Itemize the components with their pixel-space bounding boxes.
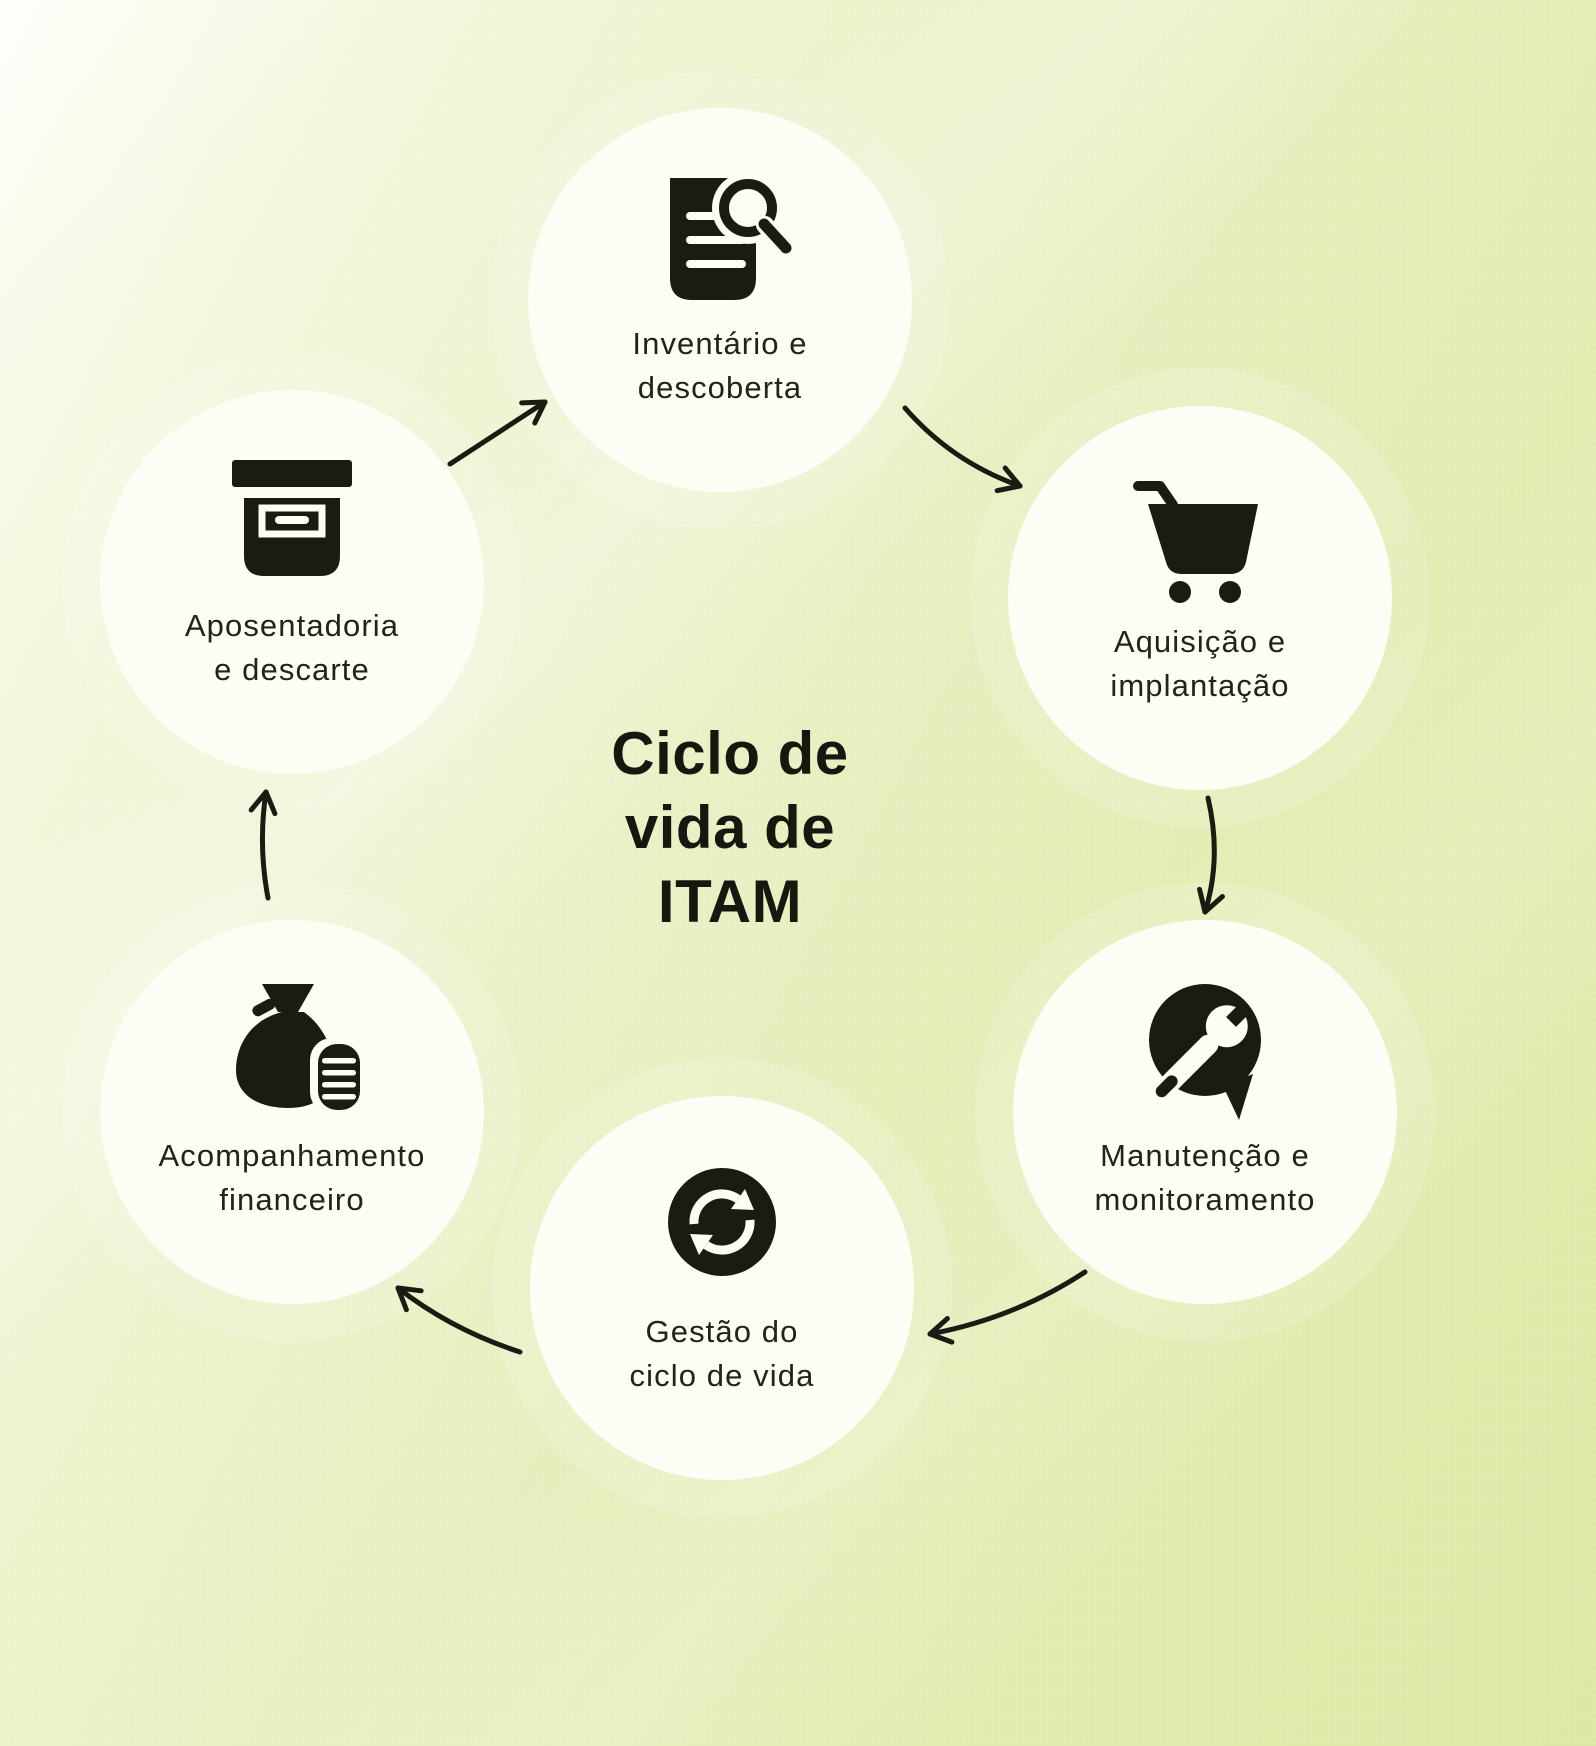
arrow-financial-to-retirement — [248, 789, 278, 901]
node-retirement: Aposentadoria e descarte — [100, 390, 484, 774]
node-label-line1: Aquisição e — [1114, 624, 1286, 659]
node-financial: Acompanhamento financeiro — [100, 920, 484, 1304]
node-circle — [530, 1096, 914, 1480]
node-label-line2: monitoramento — [1094, 1182, 1315, 1217]
node-circle — [100, 390, 484, 774]
node-acquisition: Aquisição e implantação — [1008, 406, 1392, 790]
title-line-2: vida de — [625, 794, 835, 861]
diagram-title: Ciclo de vida de ITAM — [611, 720, 848, 935]
shopping-cart-icon — [1133, 481, 1258, 603]
document-search-icon — [670, 172, 793, 300]
node-label-line1: Acompanhamento — [158, 1138, 425, 1173]
flow-arrows — [248, 399, 1225, 1355]
money-bag-coins-icon — [236, 984, 368, 1114]
title-line-1: Ciclo de — [611, 720, 848, 787]
arrow-inventory-to-acquisition — [902, 405, 1023, 494]
node-inventory: Inventário e descoberta — [528, 108, 912, 492]
sync-cycle-icon — [668, 1168, 776, 1276]
node-label-line2: descoberta — [638, 370, 802, 405]
arrow-maintenance-to-lifecycle — [927, 1269, 1088, 1345]
node-label-line1: Inventário e — [632, 326, 807, 361]
node-label-line2: ciclo de vida — [630, 1358, 815, 1393]
arrow-retirement-to-inventory — [447, 399, 548, 467]
wrench-chat-bubble-icon — [1149, 984, 1261, 1120]
node-label-line1: Aposentadoria — [185, 608, 399, 643]
title-line-3: ITAM — [658, 868, 802, 935]
arrow-acquisition-to-maintenance — [1197, 795, 1225, 915]
node-lifecycle: Gestão do ciclo de vida — [530, 1096, 914, 1480]
arrow-lifecycle-to-financial — [395, 1285, 523, 1355]
node-circle — [1008, 406, 1392, 790]
archive-box-icon — [232, 460, 352, 576]
node-circle — [1013, 920, 1397, 1304]
node-label-line2: e descarte — [214, 652, 370, 687]
node-label-line1: Manutenção e — [1100, 1138, 1310, 1173]
node-maintenance: Manutenção e monitoramento — [1013, 920, 1397, 1304]
node-circle — [100, 920, 484, 1304]
node-label-line2: implantação — [1110, 668, 1289, 703]
node-label-line2: financeiro — [219, 1182, 364, 1217]
node-label-line1: Gestão do — [646, 1314, 799, 1349]
